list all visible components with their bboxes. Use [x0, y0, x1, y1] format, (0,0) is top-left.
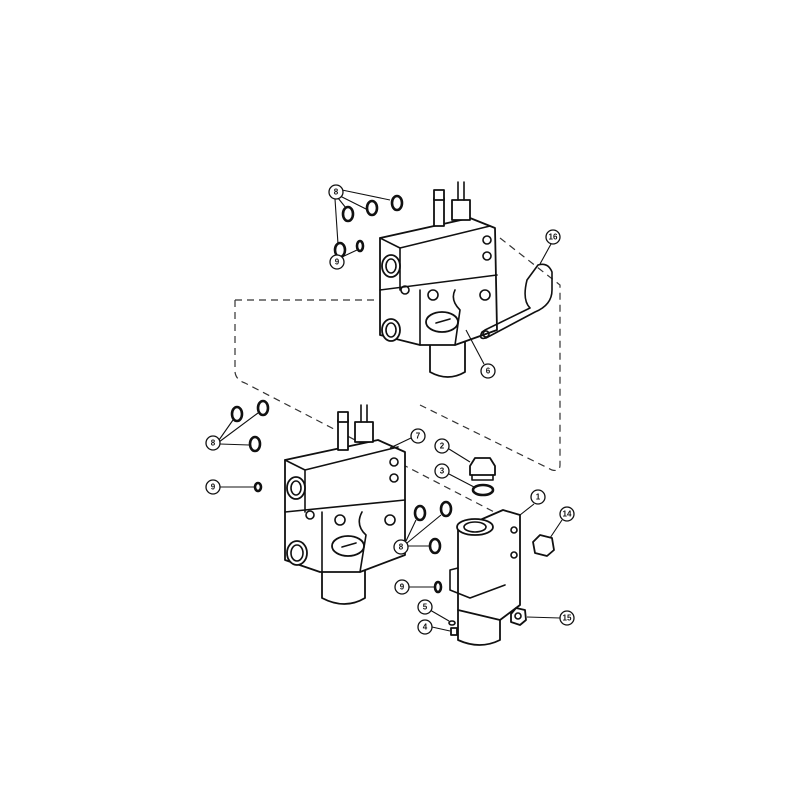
- callout-3: 3: [434, 463, 450, 479]
- valve-section-top: [379, 181, 498, 378]
- callout-8-mid: 8: [393, 539, 409, 555]
- valve-housing-1: [449, 509, 521, 646]
- svg-text:15: 15: [563, 614, 572, 623]
- svg-text:1: 1: [536, 493, 541, 502]
- svg-text:8: 8: [211, 439, 216, 448]
- callout-5: 5: [417, 599, 433, 615]
- assembly-guide-line: [234, 237, 561, 516]
- callout-8-left: 8: [205, 435, 221, 451]
- valve-section-bottom: [284, 404, 406, 605]
- svg-text:4: 4: [423, 623, 428, 632]
- callout-15: 15: [559, 610, 575, 626]
- svg-text:9: 9: [335, 258, 340, 267]
- nut-15: [510, 607, 527, 626]
- svg-text:6: 6: [486, 367, 491, 376]
- svg-text:2: 2: [440, 442, 445, 451]
- callout-6: 6: [480, 363, 496, 379]
- svg-text:9: 9: [400, 583, 405, 592]
- callout-16: 16: [545, 229, 561, 245]
- callout-9-left: 9: [205, 479, 221, 495]
- o-ring-3: [471, 483, 495, 497]
- svg-text:3: 3: [440, 467, 445, 476]
- callout-9-mid: 9: [394, 579, 410, 595]
- callout-4: 4: [417, 619, 433, 635]
- svg-text:8: 8: [399, 543, 404, 552]
- callout-7: 7: [410, 428, 426, 444]
- nut-14: [532, 534, 555, 557]
- svg-text:14: 14: [563, 510, 572, 519]
- plug-2: [469, 457, 496, 481]
- svg-text:8: 8: [334, 188, 339, 197]
- svg-text:16: 16: [549, 233, 558, 242]
- screw-4: [450, 627, 458, 636]
- callout-14: 14: [559, 506, 575, 522]
- svg-text:5: 5: [423, 603, 428, 612]
- washer-5: [448, 620, 456, 626]
- svg-text:9: 9: [211, 483, 216, 492]
- callout-2: 2: [434, 438, 450, 454]
- callout-8-top: 8: [328, 184, 344, 200]
- leader-lines: [218, 189, 563, 632]
- gasket-16: [479, 263, 553, 340]
- callout-9-top: 9: [329, 254, 345, 270]
- svg-text:7: 7: [416, 432, 421, 441]
- callout-1: 1: [530, 489, 546, 505]
